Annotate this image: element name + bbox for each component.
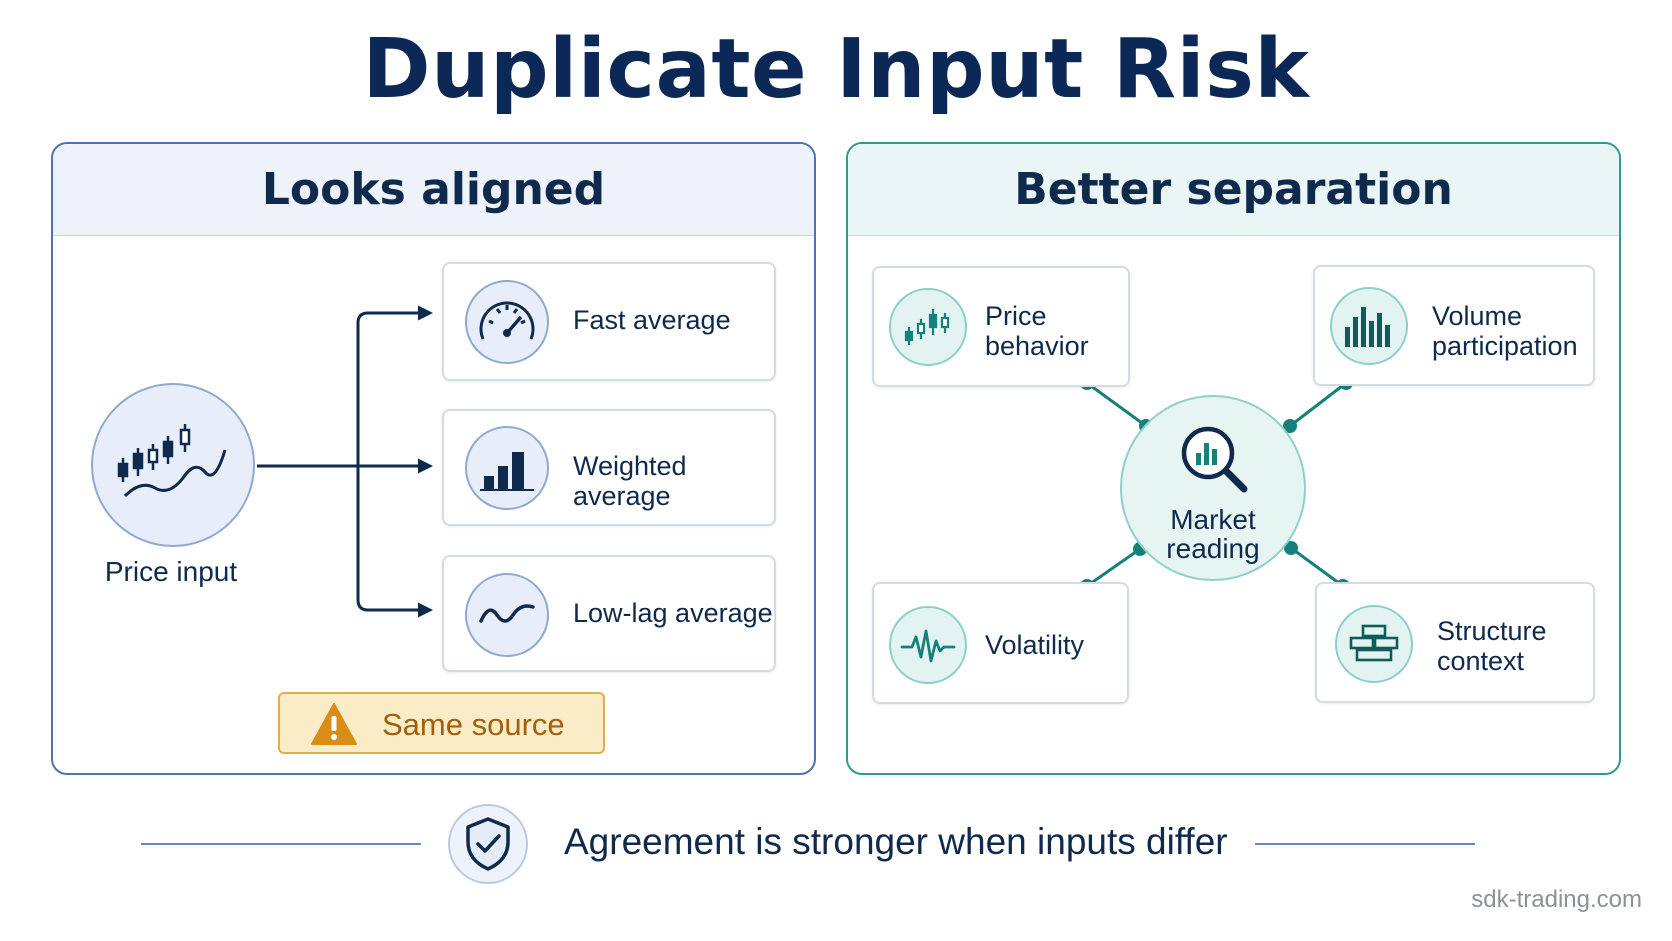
card-fast-average: Fast average — [442, 262, 776, 381]
card-structure-context: Structure context — [1315, 582, 1595, 703]
bar-chart-icon — [465, 426, 549, 510]
watermark: sdk-trading.com — [1471, 886, 1642, 913]
card-low-lag-average: Low-lag average — [442, 555, 776, 672]
card-volatility: Volatility — [872, 582, 1129, 704]
price-input-label: Price input — [104, 556, 238, 587]
branch-line — [356, 311, 430, 612]
page-title: Duplicate Input Risk — [362, 22, 1310, 117]
footer-message: Agreement is stronger when inputs differ — [564, 821, 1228, 862]
magnifier-chart-icon — [1181, 426, 1248, 493]
volume-bars-icon — [1330, 287, 1408, 365]
shield-badge — [448, 804, 528, 884]
fast-average-label: Fast average — [573, 305, 731, 335]
price-chart-icon — [117, 424, 227, 498]
price-input-node — [91, 383, 255, 547]
card-weighted-average: Weighted average — [442, 409, 776, 526]
right-panel-title: Better separation — [848, 144, 1619, 236]
same-source-warning: Same source — [278, 692, 605, 754]
shield-check-icon — [466, 817, 510, 871]
structure-context-label: Structure context — [1437, 616, 1547, 676]
candlestick-icon — [889, 288, 967, 366]
volume-participation-label: Volume participation — [1432, 301, 1578, 361]
card-price-behavior: Price behavior — [872, 266, 1130, 387]
footer-line-left — [141, 843, 421, 845]
weighted-average-label: Weighted average — [573, 451, 687, 511]
warning-icon — [311, 703, 357, 745]
price-behavior-label: Price behavior — [985, 301, 1089, 361]
wave-icon — [465, 573, 549, 657]
market-reading-label: Market reading — [1166, 504, 1260, 565]
gauge-icon — [465, 280, 549, 364]
low-lag-average-label: Low-lag average — [573, 598, 773, 628]
volatility-label: Volatility — [985, 630, 1085, 660]
card-volume-participation: Volume participation — [1313, 265, 1595, 386]
footer-line-right — [1255, 843, 1475, 845]
blocks-icon — [1335, 605, 1413, 683]
warning-label: Same source — [382, 707, 565, 742]
left-panel-title: Looks aligned — [53, 144, 814, 236]
pulse-icon — [889, 606, 967, 684]
market-reading-node: Market reading — [1120, 395, 1306, 581]
